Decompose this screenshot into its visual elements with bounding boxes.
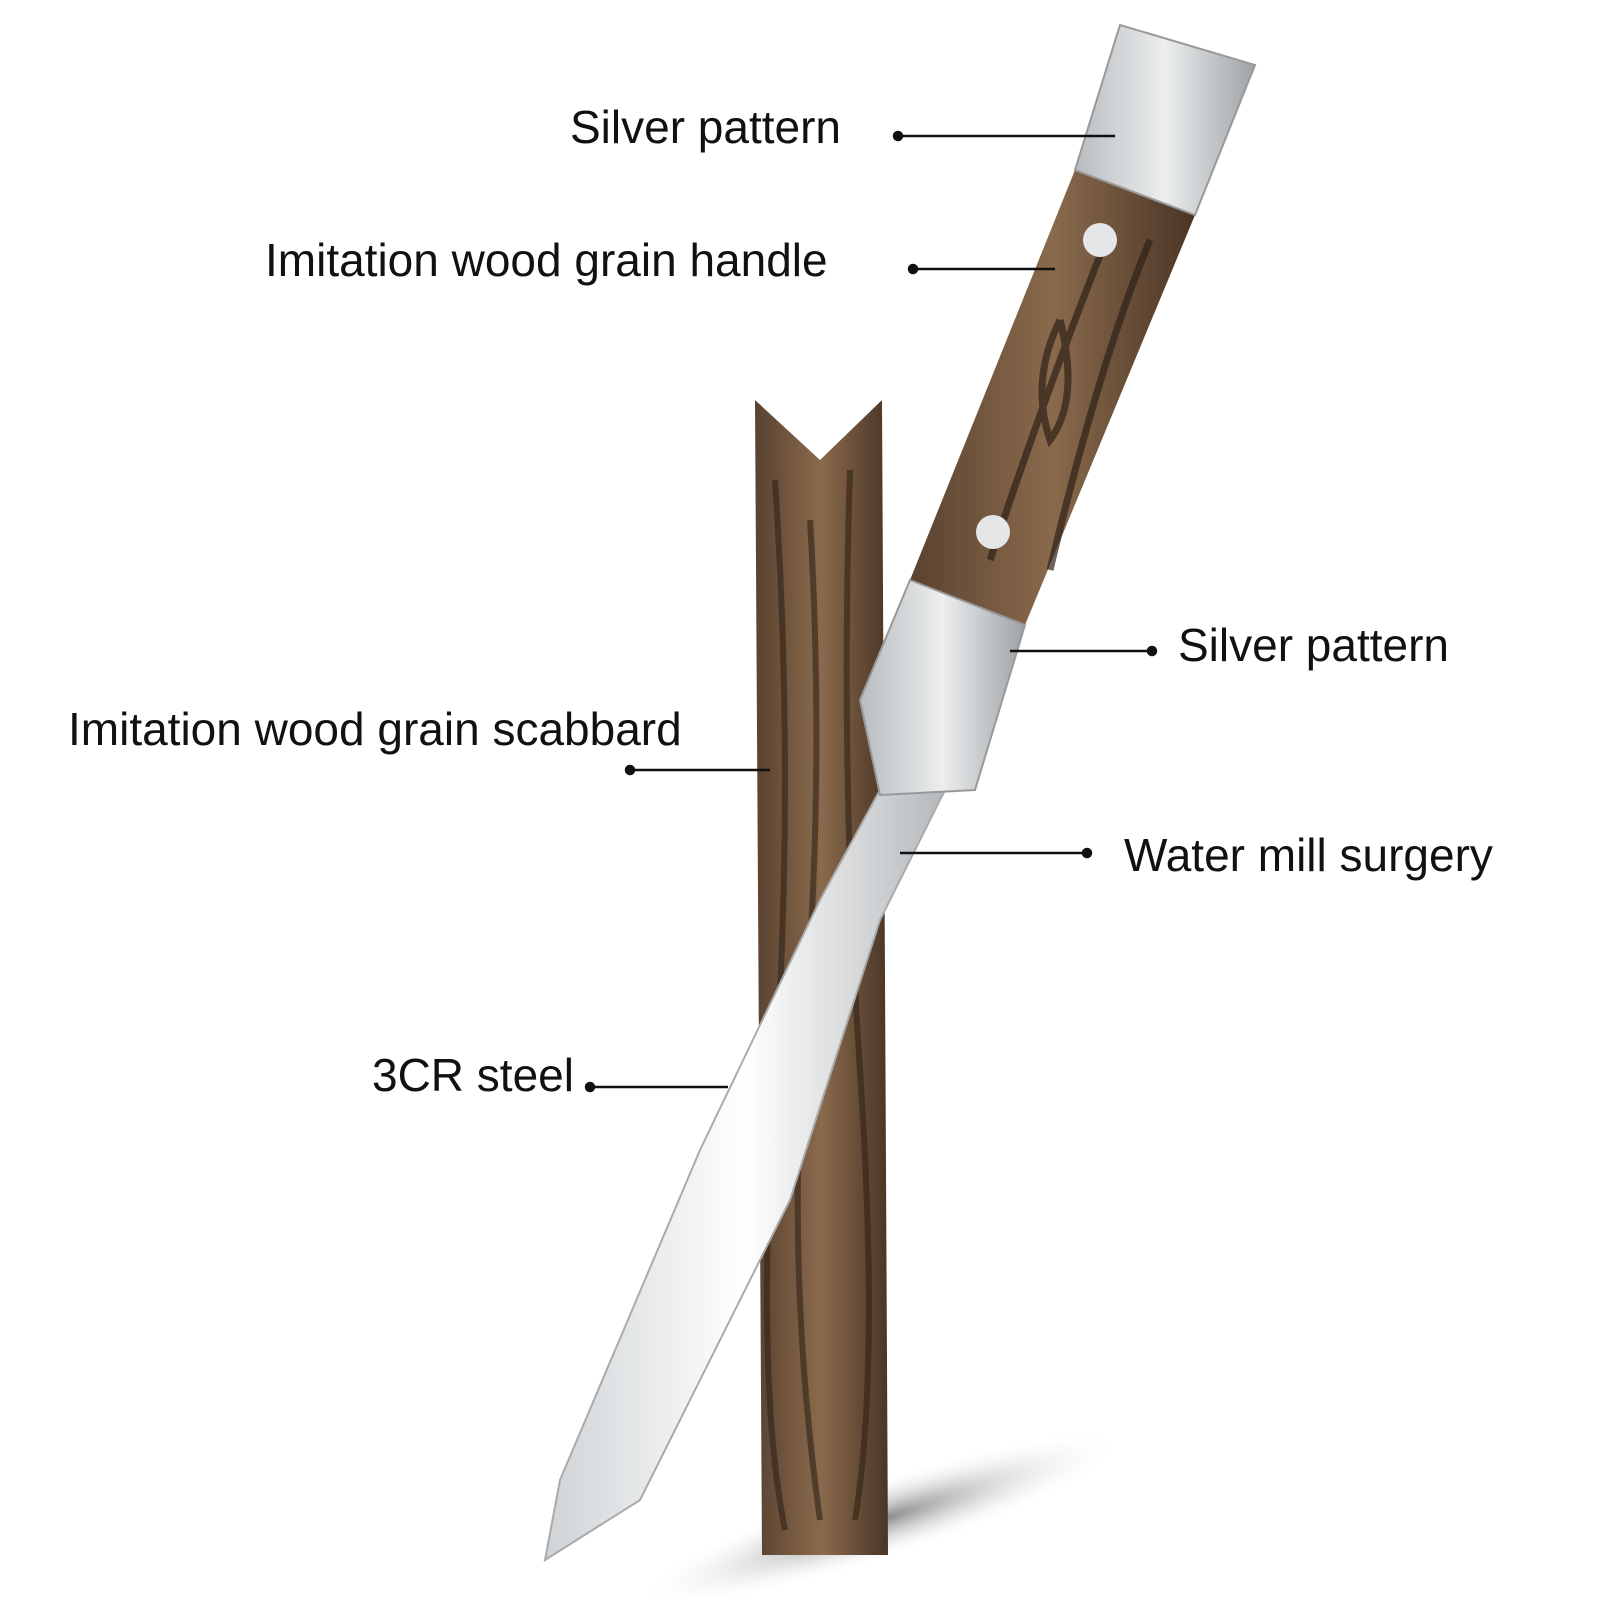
leader-lines: [584, 130, 1158, 1093]
label-water-mill: Water mill surgery: [1124, 829, 1493, 881]
rivet-bottom: [976, 515, 1010, 549]
rivet-top: [1083, 223, 1117, 257]
silver-pattern-bolster: [858, 578, 1027, 797]
label-scabbard: Imitation wood grain scabbard: [68, 703, 682, 755]
label-silver-pattern-bolster: Silver pattern: [1178, 619, 1450, 671]
label-steel: 3CR steel: [372, 1049, 574, 1101]
knife-handle: [910, 170, 1195, 625]
blade: [543, 789, 947, 1563]
label-silver-pattern-cap: Silver pattern: [570, 101, 842, 153]
label-handle: Imitation wood grain handle: [265, 234, 828, 286]
silver-pattern-cap: [1073, 23, 1257, 217]
